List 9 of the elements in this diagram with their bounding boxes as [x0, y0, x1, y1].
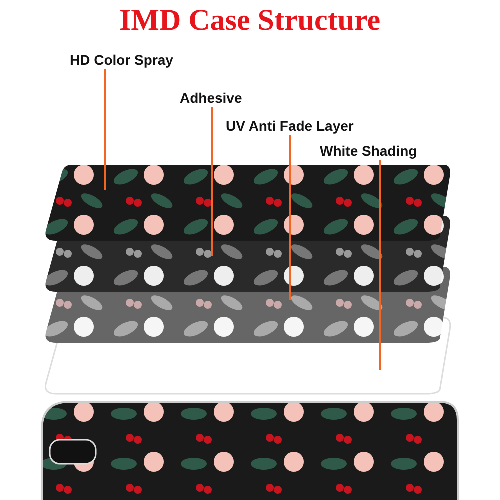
leader-line: [289, 135, 291, 300]
layer-label: HD Color Spray: [68, 52, 176, 68]
leader-line: [379, 160, 381, 370]
layer-label: White Shading: [318, 143, 420, 159]
leader-line: [211, 107, 213, 256]
layer-label: UV Anti Fade Layer: [224, 118, 356, 134]
leader-line: [104, 69, 106, 190]
title: IMD Case Structure: [118, 4, 382, 38]
layer-label: Adhesive: [178, 90, 244, 106]
